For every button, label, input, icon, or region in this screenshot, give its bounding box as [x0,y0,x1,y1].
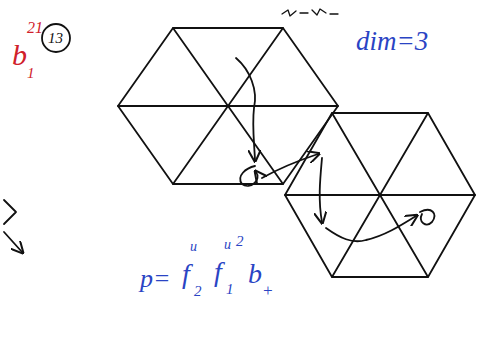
lattice-line [173,28,283,184]
symbol-letter: b [248,260,262,288]
superscript: u [190,240,197,254]
formula-text: p= [140,266,171,292]
callout-circle [42,24,70,52]
superscript: 21 [27,20,43,36]
subscript: 2 [194,284,202,299]
symbol-letter: b [12,40,27,70]
dimension-note: dim=3 [356,28,428,55]
hexagon-outline [285,113,475,277]
superscript: 2 [236,234,244,249]
symbol-letter: f [182,260,190,288]
lattice-line [332,113,428,277]
subscript: 1 [226,282,234,297]
edge-arrow [4,232,22,252]
scribble [282,9,338,16]
lattice-line [173,28,283,184]
loop-arrow [420,210,434,225]
lattice-line [332,113,428,277]
edge-arrow [4,200,16,224]
loop-arrow [240,166,257,186]
superscript: u [224,238,231,252]
path-arrow [262,154,318,178]
path-arrow [320,158,322,222]
subscript: + [262,282,273,299]
subscript: 1 [27,66,35,81]
callout-number: 13 [48,31,63,46]
path-arrow [326,216,416,241]
symbol-letter: f [214,258,222,286]
path-arrow [236,58,255,160]
